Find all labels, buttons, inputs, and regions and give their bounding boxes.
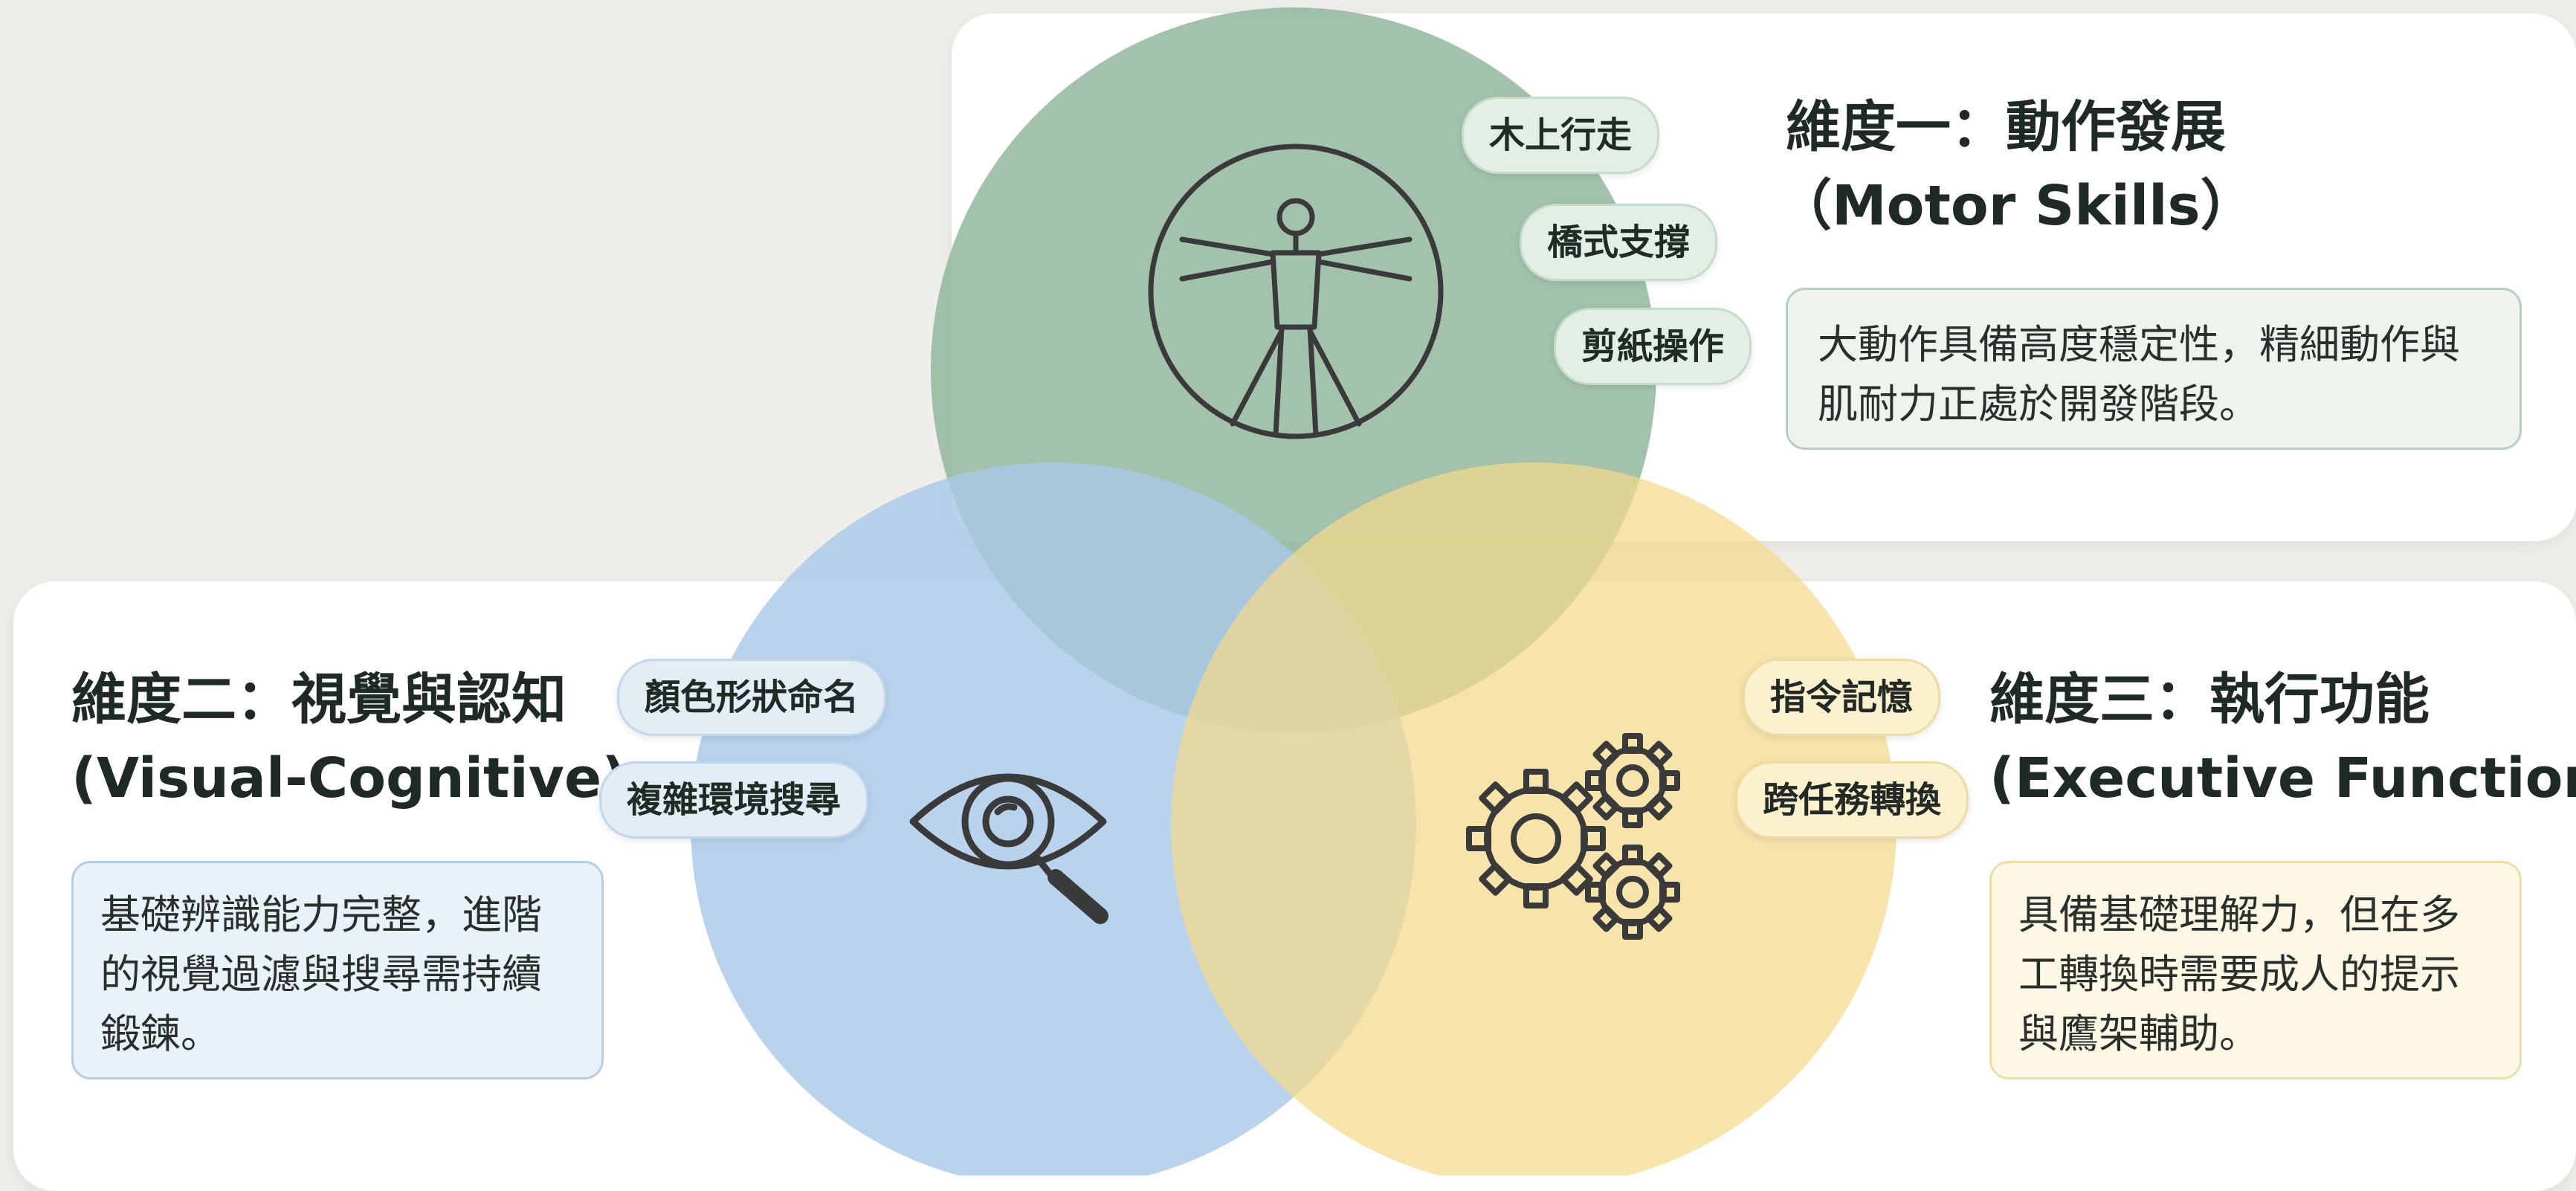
visual-description: 基礎辨識能力完整，進階的視覺過濾與搜尋需持續鍛鍊。	[71, 861, 604, 1079]
executive-tag: 指令記憶	[1743, 659, 1941, 736]
vitruvian-figure-icon	[1148, 143, 1444, 439]
eye-magnifier-icon	[909, 773, 1108, 924]
executive-title-line1: 維度三：執行功能	[1989, 668, 2430, 732]
motor-tag: 剪紙操作	[1554, 308, 1752, 385]
motor-title-line1: 維度一：動作發展	[1786, 95, 2226, 159]
executive-title: 維度三：執行功能 (Executive Function)	[1989, 660, 2576, 818]
motor-tag: 木上行走	[1462, 97, 1660, 174]
executive-description: 具備基礎理解力，但在多工轉換時需要成人的提示與鷹架輔助。	[1989, 861, 2522, 1079]
motor-tag: 橋式支撐	[1520, 204, 1718, 281]
visual-title: 維度二：視覺與認知 (Visual-Cognitive)	[71, 660, 627, 818]
motor-title: 維度一：動作發展 （Motor Skills）	[1777, 88, 2256, 245]
motor-title-line2: （Motor Skills）	[1777, 174, 2256, 238]
visual-tag: 顏色形狀命名	[617, 659, 887, 736]
visual-tag: 複雜環境搜尋	[599, 761, 869, 839]
visual-title-line2: (Visual-Cognitive)	[71, 746, 627, 810]
executive-title-line2: (Executive Function)	[1989, 746, 2576, 810]
executive-tag: 跨任務轉換	[1735, 761, 1969, 839]
motor-description: 大動作具備高度穩定性，精細動作與肌耐力正處於開發階段。	[1786, 288, 2522, 450]
gears-icon	[1466, 733, 1680, 940]
visual-title-line1: 維度二：視覺與認知	[71, 668, 566, 732]
